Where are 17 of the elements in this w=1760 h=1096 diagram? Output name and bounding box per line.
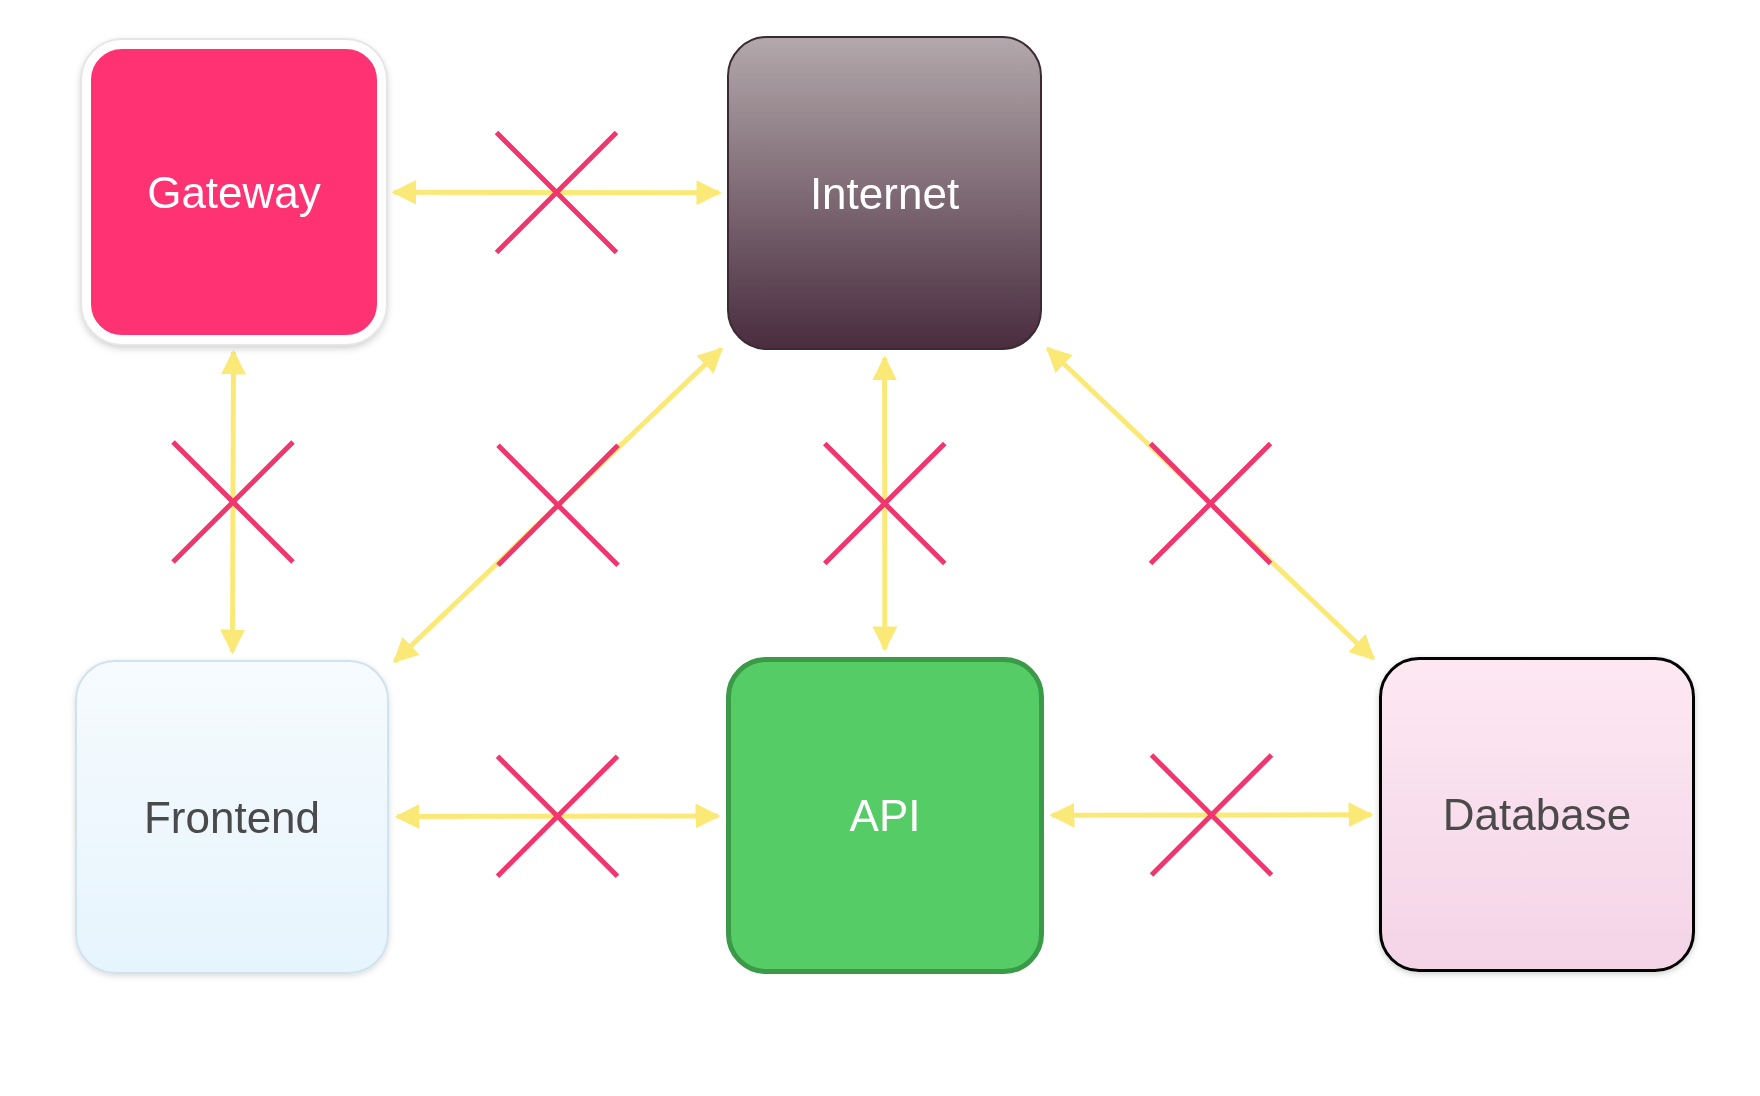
node-label: Internet: [809, 167, 960, 220]
double-arrow: [394, 803, 721, 830]
rounded-box: [1379, 657, 1695, 972]
rounded-box: [727, 36, 1042, 350]
double-arrow: [1049, 802, 1374, 828]
node-label: Frontend: [143, 791, 321, 844]
node-label: Database: [1442, 789, 1632, 841]
rounded-box: [75, 660, 389, 974]
double-arrow: [392, 347, 724, 664]
rounded-box: [82, 40, 386, 344]
double-arrow: [391, 179, 722, 206]
double-arrow: [220, 349, 246, 655]
node-label: Gateway: [147, 166, 321, 219]
node-label: API: [849, 790, 921, 842]
rounded-box: [726, 657, 1044, 974]
double-arrow: [1046, 346, 1375, 661]
double-arrow: [872, 355, 898, 652]
